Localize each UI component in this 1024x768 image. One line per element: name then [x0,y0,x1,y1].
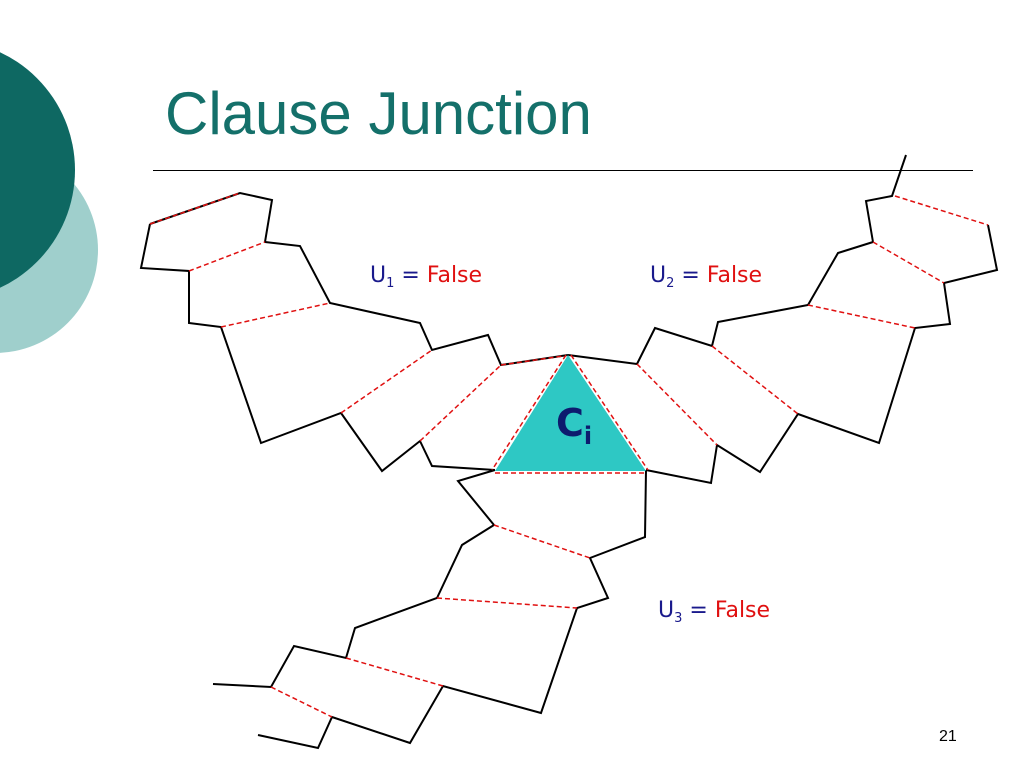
u2-eq: = [681,263,700,288]
u1-sub: 1 [386,276,395,291]
u2-sub: 2 [666,276,675,291]
u3-var: U [658,598,675,623]
dashed-line [894,195,989,226]
dashed-line [419,364,502,442]
u1-eq: = [401,263,420,288]
u3-value: False [714,598,771,623]
dashed-line [500,355,564,366]
clause-letter: C [556,401,584,445]
left-arm-inner-edge [139,223,496,473]
clause-index: i [583,422,593,450]
u2-label: U2 = False [650,263,763,291]
u3-sub: 3 [674,611,683,626]
title-divider [153,170,973,171]
bottom-arm-right-edge [257,469,647,750]
u1-var: U [370,263,387,288]
u1-label: U1 = False [370,263,483,291]
triangle-dashed-right [570,354,649,471]
right-arm-inner-edge [645,224,999,485]
clause-label: Ci [556,401,592,448]
decor-circle-dark [0,52,75,288]
page-number: 21 [939,728,957,745]
dashed-line [636,363,718,446]
dashed-line [807,304,916,329]
u3-eq: = [689,598,708,623]
slide-title: Clause Junction [165,80,592,147]
dashed-line [188,241,266,272]
dashed-line [220,302,331,328]
dashed-line [493,524,591,559]
u2-var: U [650,263,667,288]
dashed-line [711,345,799,415]
right-arm-outer-edge [567,154,907,366]
u1-value: False [426,263,483,288]
clause-triangle [495,355,646,471]
dashed-line [436,597,578,609]
dashed-line [340,349,433,414]
left-arm-outer-edge [149,191,569,367]
dashed-line [345,657,444,687]
u3-label: U3 = False [658,598,771,626]
triangle-dashed-left [491,354,567,471]
bottom-arm-left-edge [212,469,496,689]
dashed-line [872,241,945,284]
u2-value: False [706,263,763,288]
dashed-line [270,686,333,718]
